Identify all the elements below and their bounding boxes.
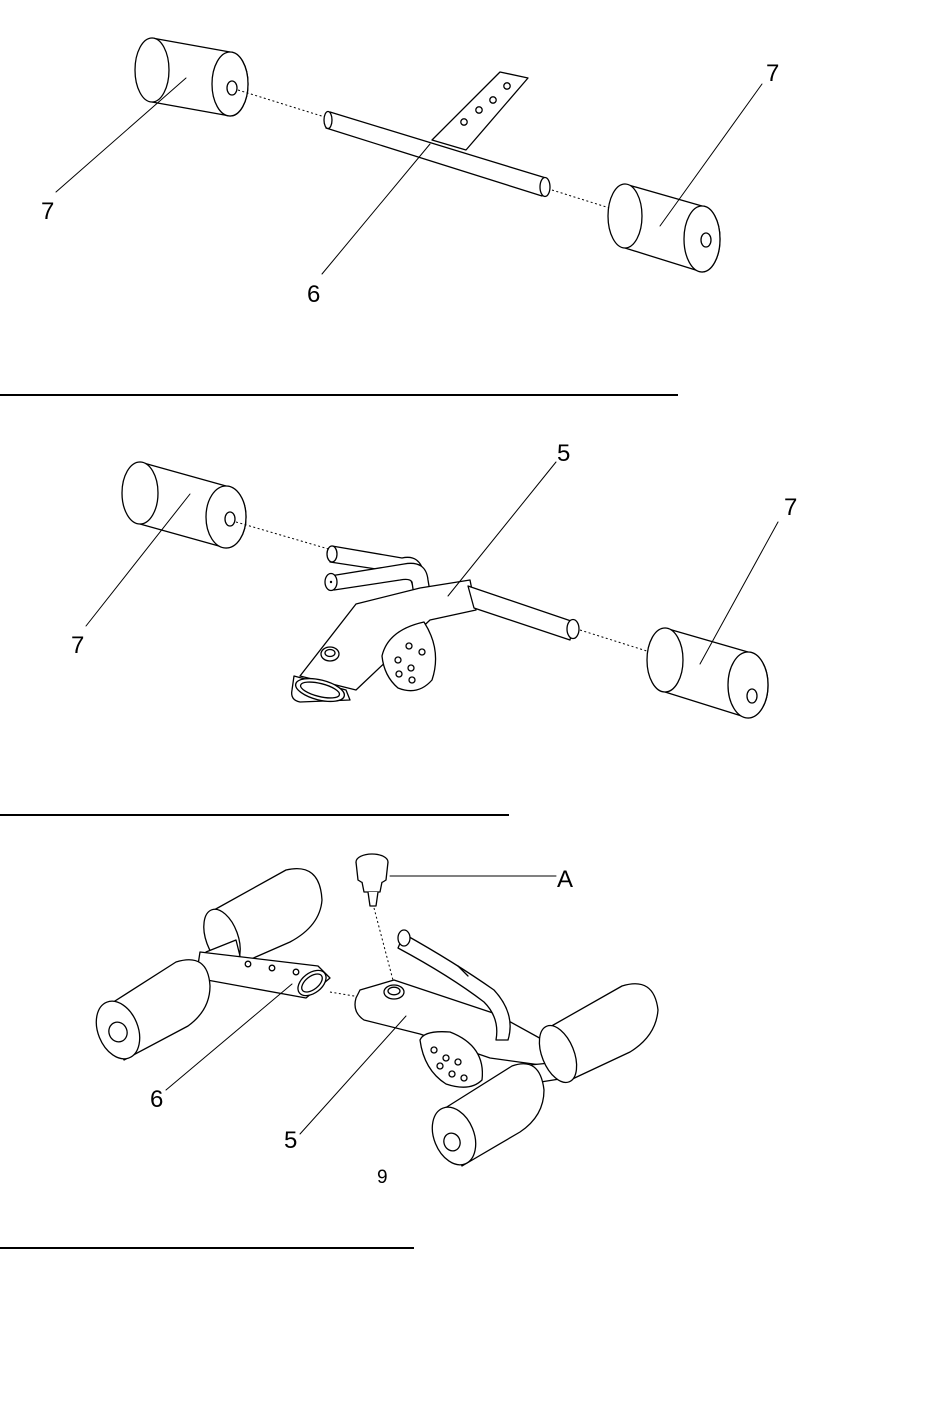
step1-leader-7-right — [660, 84, 762, 226]
section-divider-2 — [0, 814, 509, 816]
step1-leader-6 — [322, 144, 430, 274]
step3-tube-insert — [196, 952, 331, 1001]
page-number: 9 — [377, 1167, 388, 1189]
step2-alignment-line-left — [236, 522, 332, 550]
step1-cushion-right — [608, 184, 720, 272]
step2-handle — [325, 546, 430, 596]
section-divider-3 — [0, 1247, 414, 1249]
step2-alignment-line-right — [580, 630, 650, 652]
step1-label-tube: 6 — [307, 283, 320, 307]
step2-leader-5 — [448, 462, 556, 596]
step2-label-frame: 5 — [557, 442, 570, 466]
step1-leader-7-left — [56, 78, 186, 192]
step2-diagram — [0, 400, 950, 820]
step2-label-cushion-right: 7 — [784, 496, 797, 520]
step3-leader-5 — [300, 1016, 406, 1134]
section-divider-1 — [0, 394, 678, 396]
step3-label-frame: 5 — [284, 1129, 297, 1153]
step1-label-cushion-right: 7 — [766, 62, 779, 86]
step1-cushion-left — [135, 38, 248, 116]
step3-alignment-line-knob — [374, 908, 394, 984]
step1-diagram — [0, 0, 950, 400]
step3-diagram — [0, 820, 950, 1200]
step2-cushion-right — [647, 628, 768, 718]
step3-cushion-front-left — [88, 960, 210, 1066]
step2-leader-7-right — [700, 522, 778, 664]
step2-cushion-left — [122, 462, 246, 548]
step1-tube-assembly — [324, 72, 550, 197]
step3-frame — [355, 930, 570, 1087]
step3-knob — [356, 854, 388, 906]
step3-label-knob: A — [557, 868, 573, 892]
step3-cushion-back-right — [532, 984, 658, 1088]
step2-frame — [292, 580, 579, 706]
step1-label-cushion-left: 7 — [41, 200, 54, 224]
step3-label-tube: 6 — [150, 1088, 163, 1112]
step1-alignment-line-left — [238, 90, 328, 118]
step2-label-cushion-left: 7 — [71, 634, 84, 658]
step1-alignment-line-right — [552, 190, 616, 210]
